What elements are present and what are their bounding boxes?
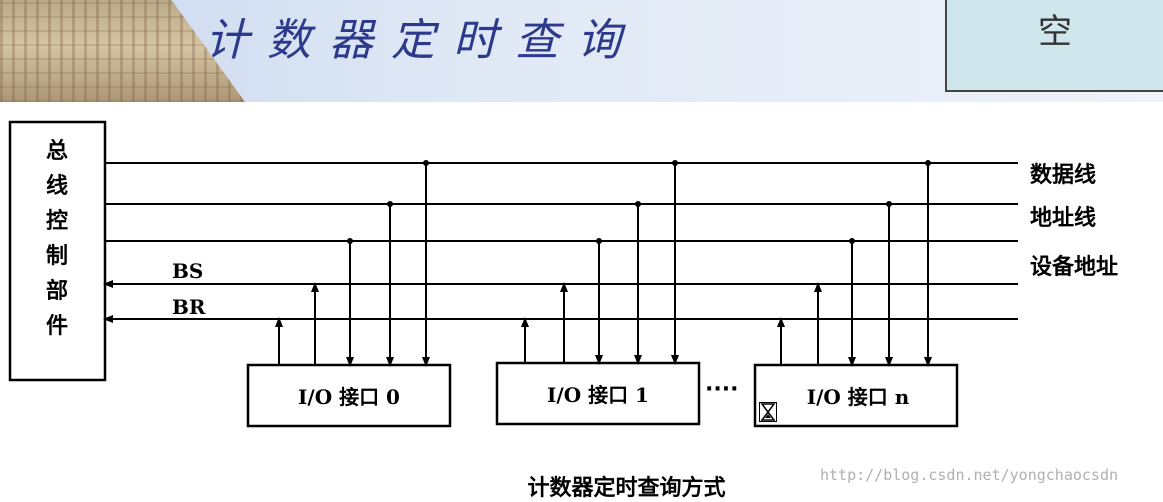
bs-label: BS [172,259,203,283]
io-interface-1-label: I/O 接口 1 [547,383,649,407]
caption-text: 计数器定时查询方式 [527,476,726,501]
controller-char: 件 [46,314,68,339]
io-interface-n [753,363,959,428]
device-address-label: 设备地址 [1030,254,1118,280]
bus-controller-label: 总 线 控 制 部 件 [46,138,68,339]
controller-char: 控 [46,208,68,234]
io-interface-n-label: I/O 接口 n [807,385,910,409]
io-interface-1 [495,361,701,426]
junction-dot [347,238,353,244]
interface-ellipsis: ···· [705,377,738,402]
controller-char: 总 [46,138,68,164]
bus-controller-box [8,120,107,382]
data-bus-label: 数据线 [1030,162,1096,188]
address-bus-label: 地址线 [1030,205,1096,231]
hourglass-icon [759,402,777,422]
empty-box: 空 [945,0,1163,92]
junction-dot [387,201,393,207]
junction-dot [886,201,892,207]
header-banner: 计数器定时查询 空 [0,0,1163,102]
junction-dot [925,160,931,166]
junction-dot [849,238,855,244]
junction-dot [596,238,602,244]
io-interface-0-label: I/O 接口 0 [298,385,400,409]
controller-char: 制 [46,244,68,269]
br-label: BR [172,295,206,319]
page-title: 计数器定时查询 [205,15,639,66]
junction-dot [672,160,678,166]
junction-dot [423,160,429,166]
controller-char: 线 [46,173,68,199]
watermark: http://blog.csdn.net/yongchaocsdn [820,466,1119,484]
junction-dot [635,201,641,207]
empty-label: 空 [1038,12,1072,52]
controller-char: 部 [46,278,68,304]
